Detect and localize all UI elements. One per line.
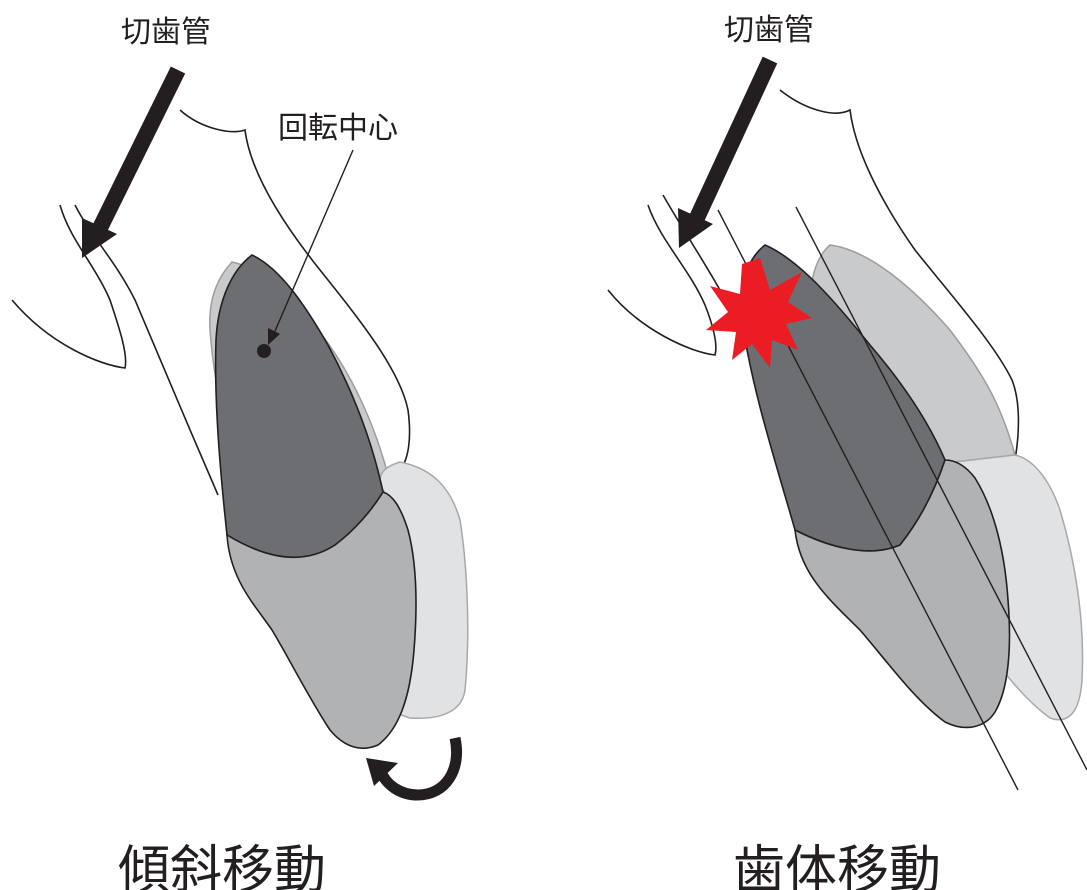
panel-title-right: 歯体移動: [733, 841, 941, 890]
canal-inner-wall: [75, 205, 218, 495]
force-arrow-left: [82, 70, 178, 258]
rotation-center-dot: [257, 344, 271, 358]
incisive-canal-label-left: 切歯管: [121, 15, 211, 50]
incisive-canal-label-right: 切歯管: [724, 13, 814, 48]
incisive-canal-outline: [12, 205, 126, 368]
panel-title-left: 傾斜移動: [118, 841, 326, 890]
canal-inner-wall-right: [663, 195, 720, 290]
force-arrow-right: [678, 60, 770, 248]
right-panel: 切歯管 歯体移動: [608, 13, 1087, 890]
tipping-rotation-arrow-icon: [366, 738, 457, 795]
left-panel: 切歯管 回転中心 傾斜移動: [12, 15, 468, 890]
rotation-center-label: 回転中心: [278, 111, 398, 146]
rotation-center-leader: [272, 150, 353, 338]
